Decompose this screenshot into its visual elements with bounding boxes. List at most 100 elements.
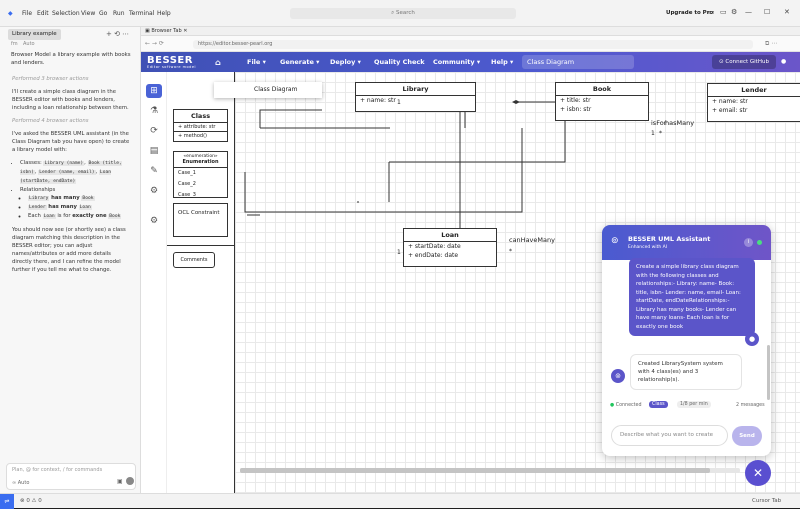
chat-messages: Performed 3 browser actions I'll create … xyxy=(12,75,132,279)
image-icon[interactable]: ▣ xyxy=(117,478,123,485)
multiplicity: 1 xyxy=(397,99,401,106)
problems-indicator[interactable]: ⊗ 0 ⚠ 0 xyxy=(20,498,42,504)
menu-file[interactable]: File xyxy=(22,10,33,17)
relationships-label: Relationships xyxy=(20,187,56,193)
nav-community-label: Community xyxy=(433,58,475,66)
assistant-scrollbar[interactable] xyxy=(767,345,770,400)
multiplicity: * xyxy=(659,130,662,137)
chat-input[interactable]: Plan, @ for context, / for commands ∞ Au… xyxy=(6,463,136,490)
class-loan[interactable]: Loan + startDate: date + endDate: date xyxy=(403,228,497,267)
class-attribute[interactable]: + title: str xyxy=(560,97,591,104)
menu-terminal[interactable]: Terminal xyxy=(129,10,155,17)
menu-selection[interactable]: Selection xyxy=(52,10,80,17)
search-placeholder: Search xyxy=(395,10,415,16)
state-machine-icon[interactable]: ⟳ xyxy=(150,126,158,136)
horizontal-scrollbar[interactable] xyxy=(240,468,740,473)
nav-file[interactable]: File ▾ xyxy=(247,58,266,66)
project-settings-icon[interactable]: ⚙ xyxy=(149,186,159,196)
class-book[interactable]: Book + title: str + isbn: str xyxy=(555,82,649,121)
class-attribute[interactable]: + endDate: date xyxy=(408,252,459,259)
multiplicity: 1 xyxy=(651,130,655,137)
uml-assistant-panel: ⊚ BESSER UML Assistant Enhanced with AI … xyxy=(602,225,771,456)
performed-actions-2: Performed 4 browser actions xyxy=(12,118,89,124)
send-button[interactable]: Send xyxy=(732,426,762,446)
object-diagram-icon[interactable]: ⚗ xyxy=(149,106,159,116)
palette-class[interactable]: Class + attribute: str + method() xyxy=(173,109,228,142)
class-library[interactable]: Library + name: str xyxy=(355,82,476,112)
nav-community[interactable]: Community ▾ xyxy=(433,58,481,66)
menu-go[interactable]: Go xyxy=(99,10,108,17)
layout-icon[interactable]: ▭ xyxy=(708,8,715,16)
assistant-status-row: ● Connected Class 1/8 per min 2 messages xyxy=(610,401,765,408)
app-icon: ◆ xyxy=(8,10,13,17)
cursor-tab-indicator[interactable]: Cursor Tab xyxy=(752,498,782,504)
online-indicator xyxy=(757,240,762,245)
palette-ocl-constraint[interactable]: OCL Constraint xyxy=(173,203,228,237)
nav-generate[interactable]: Generate ▾ xyxy=(280,58,320,66)
menu-run[interactable]: Run xyxy=(113,10,125,17)
rel-a: Library xyxy=(28,196,50,201)
class-attribute[interactable]: + email: str xyxy=(712,107,748,114)
settings-icon[interactable]: ⚙ xyxy=(149,216,159,226)
rel-pre: Each xyxy=(28,213,41,219)
close-icon[interactable]: ✕ xyxy=(784,8,790,16)
chat-tab[interactable]: Library example xyxy=(8,29,61,40)
browser-tab[interactable]: ▣ Browser Tab ✕ xyxy=(145,28,188,34)
mode-selector[interactable]: ∞ Auto xyxy=(12,480,30,486)
assistant-subtitle: Enhanced with AI xyxy=(628,245,668,250)
theme-toggle-icon[interactable]: ● xyxy=(781,58,787,65)
edit-icon[interactable]: ✎ xyxy=(150,166,158,176)
close-assistant-icon[interactable]: ✕ xyxy=(745,460,771,486)
nav-deploy-label: Deploy xyxy=(330,58,356,66)
mode-selector-label: Auto xyxy=(17,480,30,486)
class-code: Lender (name, email) xyxy=(38,170,96,175)
upgrade-button[interactable]: Upgrade to Pro xyxy=(666,10,714,16)
class-diagram-icon[interactable]: ⊞ xyxy=(146,84,162,98)
browser-tools-icon[interactable]: ⧉ ⋯ xyxy=(765,40,778,47)
relationships-item: Relationships Library has many Book Lend… xyxy=(20,186,132,221)
palette-enumeration[interactable]: «enumeration»Enumeration Case_1 Case_2 C… xyxy=(173,151,228,198)
command-search[interactable]: ⌕ Search xyxy=(290,8,516,19)
send-icon[interactable] xyxy=(126,477,134,485)
model-summary-list: Classes: Library (name), Book (title, is… xyxy=(12,159,132,221)
rate-badge: 1/8 per min xyxy=(677,401,711,408)
class-attribute[interactable]: + name: str xyxy=(712,98,748,105)
class-attribute[interactable]: + startDate: date xyxy=(408,243,461,250)
class-attribute[interactable]: + name: str xyxy=(360,97,396,104)
mode-badge[interactable]: Class xyxy=(649,401,668,408)
nav-deploy[interactable]: Deploy ▾ xyxy=(330,58,361,66)
url-field[interactable]: https://editor.besser-pearl.org xyxy=(193,40,753,49)
new-chat-icon[interactable]: + ⟲ ⋯ xyxy=(106,30,130,38)
assistant-input[interactable]: Describe what you want to create xyxy=(611,425,728,446)
maximize-icon[interactable]: ☐ xyxy=(764,8,771,16)
settings-icon[interactable]: ⚙ xyxy=(731,8,738,16)
diagram-title-field[interactable]: Class Diagram xyxy=(522,55,634,69)
class-lender[interactable]: Lender + name: str + email: str xyxy=(707,83,800,122)
rel-b: Loan xyxy=(78,205,92,210)
panel-icon[interactable]: ▭ xyxy=(720,8,727,16)
nav-help[interactable]: Help ▾ xyxy=(491,58,514,66)
rel-label-hasmany[interactable]: hasMany xyxy=(665,119,695,127)
nav-arrows-icon[interactable]: ← → ⟳ xyxy=(145,40,164,47)
home-icon[interactable]: ⌂ xyxy=(215,58,221,67)
palette-comments[interactable]: Comments xyxy=(173,252,215,268)
scrollbar-thumb[interactable] xyxy=(240,468,710,473)
connect-github-button[interactable]: ⊙ Connect GitHub xyxy=(712,55,776,69)
rel-label-isfor[interactable]: isFor xyxy=(651,119,667,127)
browser-tab-label: Browser Tab xyxy=(151,28,182,34)
class-attribute[interactable]: + isbn: str xyxy=(560,106,592,113)
remote-icon[interactable]: ⇌ xyxy=(0,494,14,509)
nav-quality-check[interactable]: Quality Check xyxy=(374,58,425,66)
info-icon[interactable]: i xyxy=(744,238,753,247)
multiplicity: * xyxy=(509,248,512,255)
menu-edit[interactable]: Edit xyxy=(37,10,49,17)
auto-label: Auto xyxy=(23,41,35,47)
rel-label-canhavemany[interactable]: canHaveMany xyxy=(509,236,555,244)
mode-label: fm xyxy=(11,41,18,47)
agent-diagram-icon[interactable]: ▤ xyxy=(149,146,159,156)
menu-help[interactable]: Help xyxy=(157,10,171,17)
performed-actions-1: Performed 3 browser actions xyxy=(12,76,89,82)
minimize-icon[interactable]: — xyxy=(745,8,752,16)
menu-view[interactable]: View xyxy=(81,10,96,17)
